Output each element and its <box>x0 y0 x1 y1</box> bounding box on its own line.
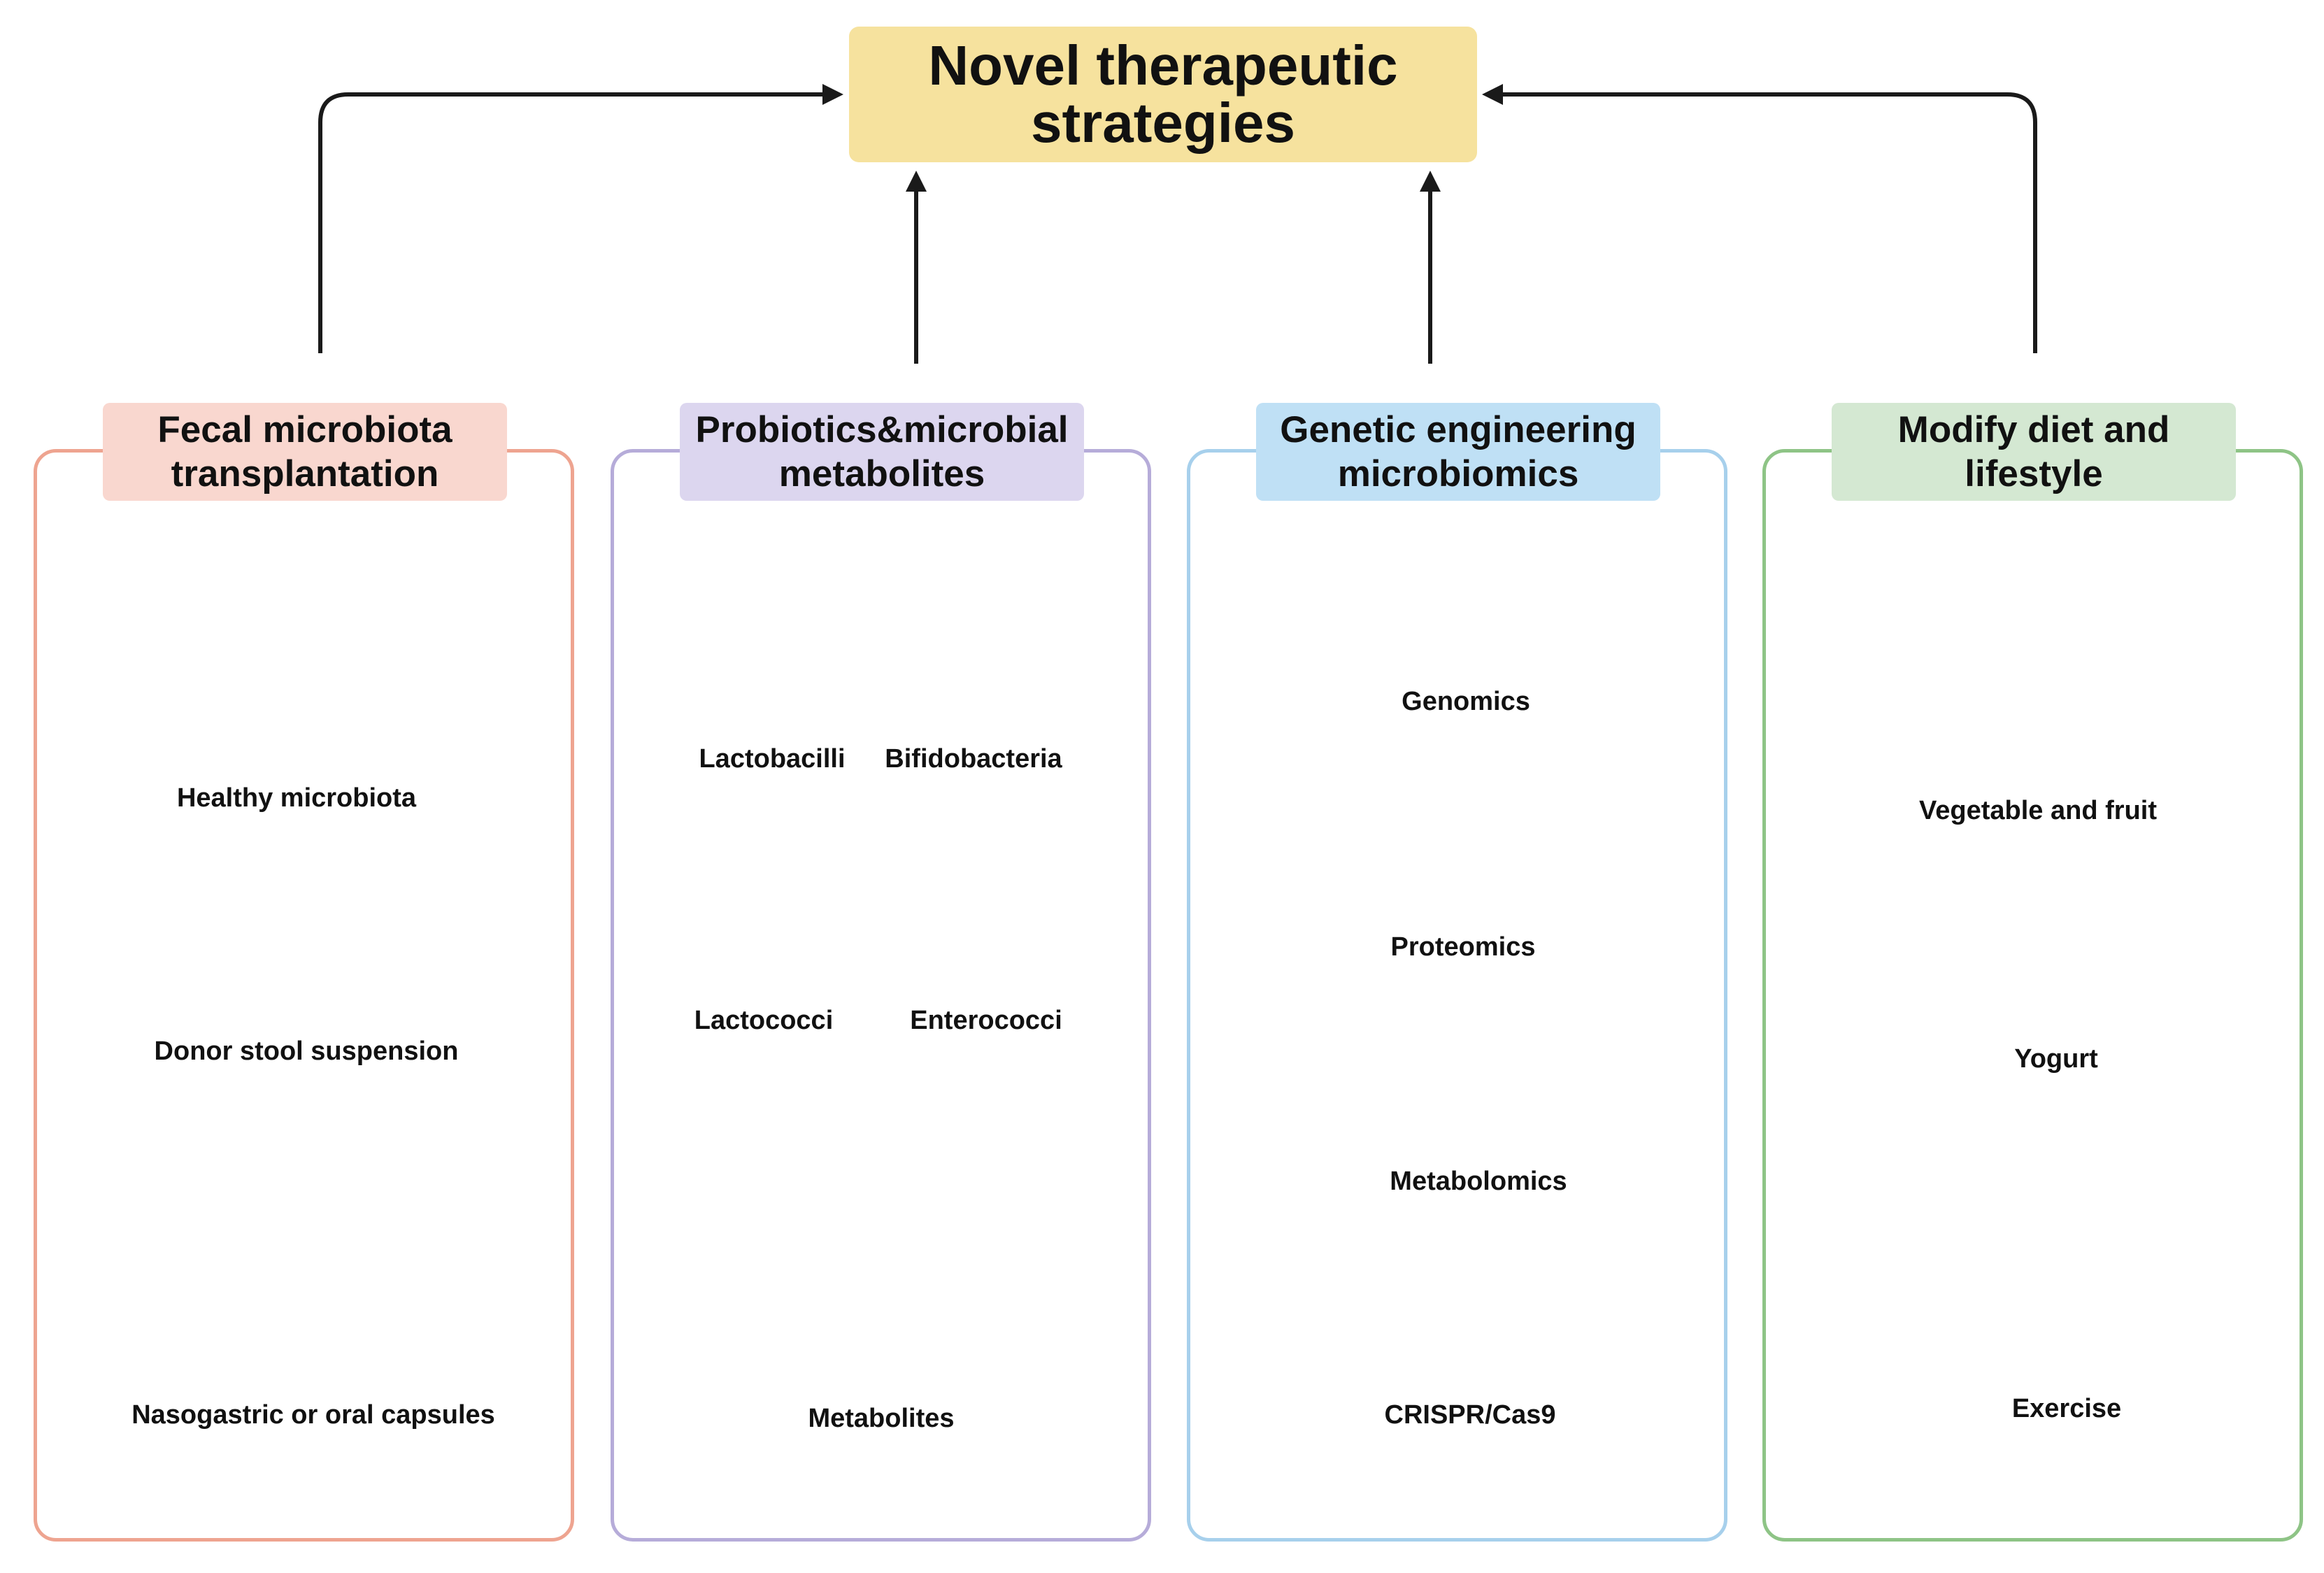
main-title-line2: strategies <box>1031 92 1295 154</box>
panel-genetic <box>1187 449 1727 1542</box>
panel-header-fmt: Fecal microbiota transplantation <box>103 403 507 501</box>
label-genomics: Genomics <box>1402 687 1530 716</box>
header-line2: microbiomics <box>1337 453 1579 494</box>
arrow-fmt <box>318 84 843 353</box>
panel-probiotics <box>611 449 1151 1542</box>
label-lactococci: Lactococci <box>694 1006 834 1035</box>
label-healthy-microbiota: Healthy microbiota <box>176 783 417 813</box>
header-line2: lifestyle <box>1965 453 2103 494</box>
title-box: Novel therapeutic strategies <box>849 27 1477 162</box>
label-crispr-cas9: CRISPR/Cas9 <box>1384 1400 1556 1430</box>
label-metabolites: Metabolites <box>808 1404 955 1433</box>
label-bifidobacteria: Bifidobacteria <box>885 744 1062 774</box>
panel-diet <box>1762 449 2303 1542</box>
label-yogurt: Yogurt <box>2014 1044 2098 1074</box>
label-vegetable-and-fruit: Vegetable and fruit <box>1919 796 2157 825</box>
header-line2: transplantation <box>171 453 439 494</box>
panel-header-diet: Modify diet and lifestyle <box>1832 403 2236 501</box>
label-proteomics: Proteomics <box>1390 932 1536 962</box>
connector-arrows <box>318 84 2037 364</box>
label-metabolomics: Metabolomics <box>1390 1167 1567 1196</box>
panel-fmt <box>34 449 574 1542</box>
label-exercise: Exercise <box>2011 1394 2122 1423</box>
label-lactobacilli: Lactobacilli <box>699 744 846 774</box>
main-title-line1: Novel therapeutic <box>928 34 1398 97</box>
panel-header-genetic: Genetic engineering microbiomics <box>1256 403 1660 501</box>
main-title: Novel therapeutic strategies <box>928 37 1397 152</box>
header-line1: Modify diet and <box>1897 409 2170 450</box>
header-line1: Probiotics&microbial <box>695 409 1069 450</box>
arrow-diet <box>1482 84 2037 353</box>
label-nasogastric-or-oral-capsules: Nasogastric or oral capsules <box>131 1400 495 1430</box>
label-enterococci: Enterococci <box>910 1006 1062 1035</box>
panel-header-probiotics: Probiotics&microbial metabolites <box>680 403 1084 501</box>
header-line1: Genetic engineering <box>1280 409 1637 450</box>
label-donor-stool-suspension: Donor stool suspension <box>154 1037 459 1066</box>
header-line2: metabolites <box>778 453 985 494</box>
header-line1: Fecal microbiota <box>157 409 452 450</box>
